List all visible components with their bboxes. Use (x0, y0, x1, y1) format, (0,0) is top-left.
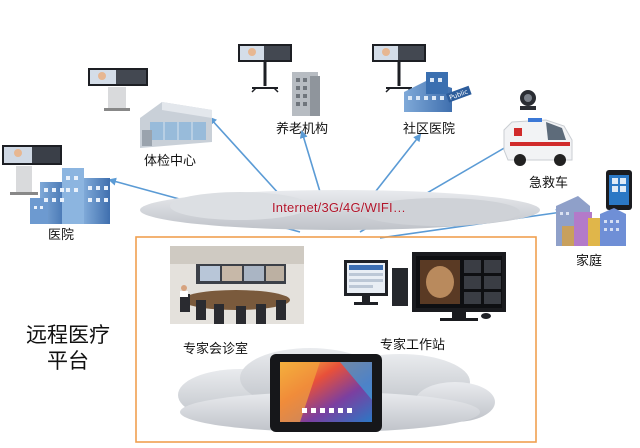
elderly-building-icon (292, 72, 320, 116)
ambulance-icon (503, 90, 573, 166)
platform-label-workstation: 专家工作站 (380, 338, 446, 353)
home-buildings-icon (556, 196, 626, 246)
platform-tablet-icon (270, 354, 382, 432)
platform-frame (135, 236, 537, 443)
checkup-terminal-icon (88, 68, 148, 111)
workstation-icon (344, 252, 506, 321)
home-tablet-icon (606, 170, 632, 210)
hospital-terminal-icon (2, 145, 62, 195)
network-label: Internet/3G/4G/WIFI… (272, 200, 407, 215)
node-label-checkup-center: 体检中心 (144, 154, 197, 169)
platform-label-consultation-room: 专家会诊室 (183, 342, 249, 357)
checkup-building-icon (140, 102, 212, 148)
platform-title-line2: 平台 (47, 349, 89, 373)
node-label-elderly-care: 养老机构 (276, 122, 329, 137)
elderly-terminal-icon (238, 44, 292, 93)
platform-title: 远程医疗 平台 (8, 322, 128, 374)
consultation-room-photo (170, 246, 304, 324)
node-label-home: 家庭 (576, 254, 603, 269)
node-label-community-hospital: 社区医院 (403, 122, 456, 137)
community-building-icon: Public (404, 72, 472, 112)
hospital-building-icon (30, 168, 110, 224)
node-label-ambulance: 急救车 (529, 176, 569, 191)
network-cloud (140, 190, 540, 230)
community-terminal-icon (372, 44, 426, 93)
public-sign-plate (446, 85, 472, 103)
platform-title-line1: 远程医疗 (26, 323, 110, 347)
node-label-hospital: 医院 (48, 228, 75, 243)
